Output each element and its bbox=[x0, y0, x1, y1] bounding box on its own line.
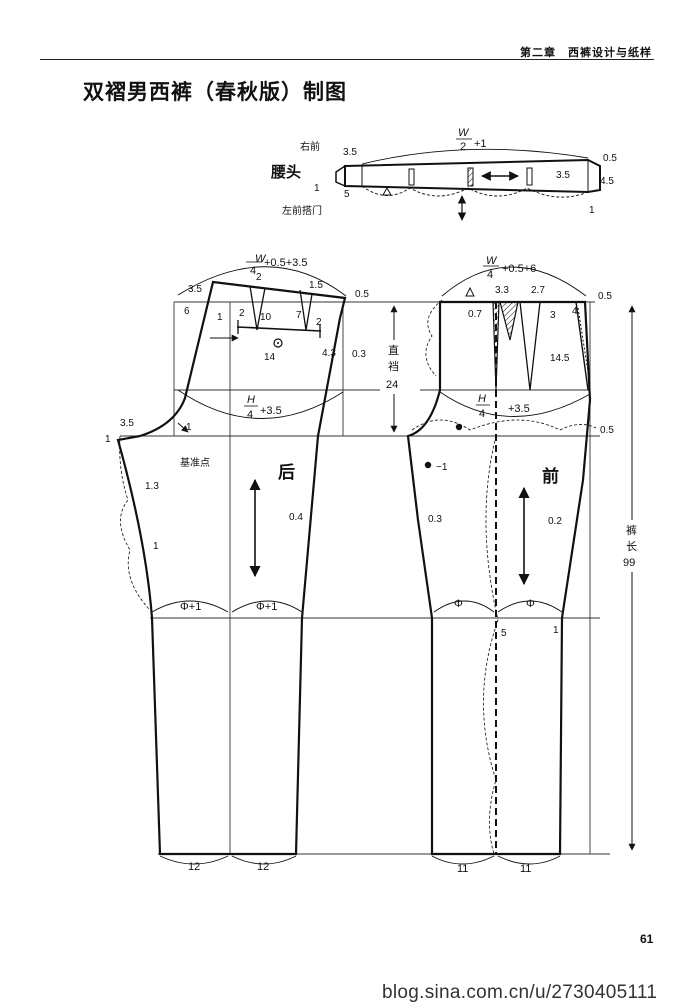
waistband-formula-denominator: 2 bbox=[460, 141, 466, 153]
back-dim: 1 bbox=[186, 422, 192, 433]
back-hip-formula-num: H bbox=[247, 394, 255, 406]
front-dim: 3 bbox=[550, 310, 556, 321]
back-panel-outline bbox=[116, 280, 347, 856]
front-panel-label: 前 bbox=[542, 466, 559, 487]
front-hem-left: 11 bbox=[457, 863, 468, 875]
back-waist-formula-den: 4 bbox=[250, 265, 256, 277]
back-knee-formula: Φ+1 bbox=[180, 601, 201, 613]
back-dim: 0.3 bbox=[352, 349, 366, 360]
back-pocket-line bbox=[236, 326, 322, 332]
front-hip-formula-den: 4 bbox=[479, 408, 485, 420]
front-dim: 4 bbox=[572, 306, 578, 317]
back-dim: 0.5 bbox=[355, 289, 369, 300]
chapter-title: 第二章 西裤设计与纸样 bbox=[520, 46, 652, 59]
waistband-dim-1-right: 1 bbox=[589, 205, 595, 216]
length-value: 99 bbox=[623, 557, 635, 569]
waistband-left-front-overlap-label: 左前搭门 bbox=[282, 204, 322, 217]
waistband-dim-0.5: 0.5 bbox=[603, 153, 617, 164]
front-dim: 2.7 bbox=[531, 285, 545, 296]
front-pleat-2 bbox=[499, 301, 519, 341]
watermark: blog.sina.com.cn/u/2730405111 bbox=[382, 982, 658, 1003]
page-header: 第二章 西裤设计与纸样 bbox=[0, 38, 690, 64]
back-dim: 7 bbox=[296, 310, 302, 321]
front-dim: 0.2 bbox=[548, 516, 562, 527]
waistband-dim-3.5-right: 3.5 bbox=[556, 170, 570, 181]
front-dim: 0.5 bbox=[598, 291, 612, 302]
back-dim: 10 bbox=[260, 312, 272, 323]
back-hem-left: 12 bbox=[188, 861, 200, 873]
front-pleat-1 bbox=[492, 301, 500, 391]
waistband-dim-5: 5 bbox=[344, 189, 350, 200]
front-knee-formula-left: Φ bbox=[454, 598, 463, 610]
back-dim: 1 bbox=[217, 312, 223, 323]
waistband-label: 腰头 bbox=[270, 163, 301, 181]
framework-lines bbox=[120, 301, 610, 855]
waistband-dim-3.5-left: 3.5 bbox=[343, 147, 357, 158]
back-hem-right: 12 bbox=[257, 861, 269, 873]
front-dim: 0.7 bbox=[468, 309, 482, 320]
front-dim: 0.3 bbox=[428, 514, 442, 525]
waistband-formula-numerator: W bbox=[458, 127, 470, 139]
front-hem-right: 11 bbox=[520, 863, 531, 875]
front-pocket-line bbox=[548, 301, 589, 391]
front-panel-outline bbox=[406, 300, 592, 856]
page-number: 61 bbox=[640, 932, 654, 946]
back-dim: 1.5 bbox=[309, 280, 323, 291]
front-dim: 14.5 bbox=[550, 353, 570, 364]
header-rule bbox=[40, 59, 654, 60]
back-waist-formula-tail: +0.5+3.5 bbox=[264, 257, 307, 269]
front-waist-formula-tail: +0.5+6 bbox=[502, 263, 536, 275]
back-dim: 14 bbox=[264, 352, 276, 363]
back-dart-1 bbox=[249, 285, 266, 331]
back-dim: 0.4 bbox=[289, 512, 303, 523]
back-dim: 1 bbox=[105, 434, 111, 445]
front-waist-formula-num: W bbox=[486, 255, 498, 267]
page-title: 双褶男西裤（春秋版）制图 bbox=[83, 80, 347, 104]
rise-label-2: 裆 bbox=[388, 360, 399, 373]
length-label-2: 长 bbox=[626, 540, 637, 553]
waistband-dim-1-left: 1 bbox=[314, 183, 320, 194]
back-hip-formula-tail: +3.5 bbox=[260, 405, 282, 417]
rise-label-1: 直 bbox=[388, 343, 399, 357]
back-dim: 3.5 bbox=[120, 418, 134, 429]
back-hip-formula-den: 4 bbox=[247, 409, 253, 421]
front-dim: 5 bbox=[501, 628, 507, 639]
waistband bbox=[335, 148, 601, 221]
back-dim: 2 bbox=[239, 308, 245, 319]
front-dimension-labels: 3.3 2.7 0.5 0.7 3 4 14.5 0.5 −1 0.3 0.2 … bbox=[428, 285, 614, 639]
back-dim: 2 bbox=[316, 317, 322, 328]
back-dim: 1 bbox=[153, 541, 159, 552]
waistband-formula-tail: +1 bbox=[474, 138, 487, 150]
back-dimension-labels: 3.5 6 2 2 1 10 7 2 1.5 0.5 14 4.3 0.3 3.… bbox=[105, 272, 369, 552]
front-dim: 1 bbox=[553, 625, 559, 636]
waistband-right-front-label: 右前 bbox=[300, 140, 320, 153]
front-waist-formula-den: 4 bbox=[487, 269, 493, 281]
back-dim: 4.3 bbox=[322, 348, 336, 359]
front-knee-formula-right: Φ bbox=[526, 598, 535, 610]
front-dart bbox=[519, 301, 541, 391]
back-panel-label: 后 bbox=[278, 463, 295, 483]
waistband-dim-4.5: 4.5 bbox=[600, 176, 614, 187]
back-dart-2 bbox=[299, 289, 313, 331]
back-dim: 3.5 bbox=[188, 284, 202, 295]
rise-value: 24 bbox=[386, 379, 398, 391]
front-dim: −1 bbox=[436, 462, 448, 473]
back-hem-formula: Φ+1 bbox=[256, 601, 277, 613]
back-dim: 1.3 bbox=[145, 481, 159, 492]
front-hip-formula-tail: +3.5 bbox=[508, 403, 530, 415]
front-dim: 3.3 bbox=[495, 285, 509, 296]
front-hip-formula-num: H bbox=[478, 393, 486, 405]
front-dim: 0.5 bbox=[600, 425, 614, 436]
back-button-icon bbox=[273, 338, 283, 348]
length-label-1: 裤 bbox=[626, 523, 637, 537]
back-dim: 6 bbox=[184, 306, 190, 317]
back-reference-point-label: 基准点 bbox=[180, 456, 210, 469]
back-dim: 2 bbox=[256, 272, 262, 283]
